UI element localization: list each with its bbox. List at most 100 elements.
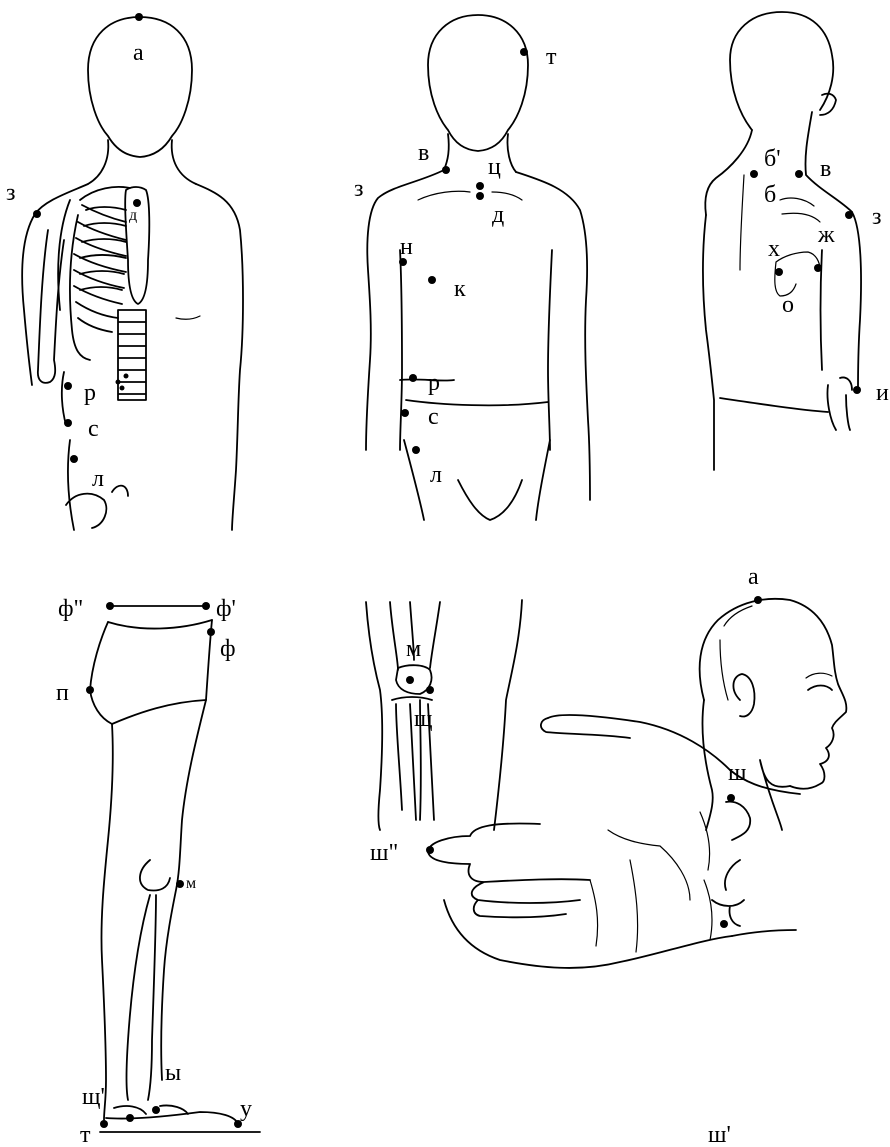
point-s-styloid — [64, 419, 72, 427]
body-clavicle-right — [492, 192, 522, 200]
label-k: к — [454, 276, 466, 302]
label-s: с — [88, 416, 99, 442]
label-z: з — [872, 204, 881, 230]
skeleton-nipple-mark — [176, 316, 200, 319]
skeleton-neck-left — [88, 140, 108, 184]
body-briefs-legs — [404, 440, 550, 520]
hand-fingers — [428, 718, 630, 917]
label-z: з — [354, 176, 363, 202]
label-m: м — [406, 636, 421, 662]
point-sh2-fingertip — [426, 846, 434, 854]
point-v-cervical — [442, 166, 450, 174]
skeleton-dot-2 — [120, 386, 125, 391]
head-brow — [806, 673, 832, 678]
knee-left-outline — [366, 602, 382, 830]
hand-wrist-bottom — [732, 930, 796, 936]
point-z-acromion — [33, 210, 41, 218]
point-a-vertex — [754, 596, 762, 604]
point-k-chest — [428, 276, 436, 284]
figure-front-skeleton: а з д р с л — [6, 13, 243, 530]
head-eye — [808, 686, 832, 691]
skeleton-right-torso — [196, 184, 243, 530]
point-l-dactylion — [70, 455, 78, 463]
point-y-ankle — [152, 1106, 160, 1114]
label-shch: щ — [414, 706, 432, 732]
point-f1 — [202, 602, 210, 610]
head-ear — [733, 674, 754, 717]
back-neck-left — [705, 130, 752, 215]
skeleton-left-hip — [62, 372, 74, 530]
back-head-outline — [730, 12, 833, 130]
label-m: м — [186, 875, 196, 892]
label-sh1: ш' — [708, 1122, 731, 1147]
leg-front-outline — [161, 700, 206, 1080]
point-r-radial — [409, 374, 417, 382]
label-l: л — [92, 466, 104, 492]
label-r: р — [84, 380, 96, 406]
leg-briefs-line — [112, 700, 206, 724]
point-t-tragion — [520, 48, 528, 56]
skeleton-head-outline — [88, 17, 192, 157]
figure-knee: м щ — [366, 600, 522, 830]
skeleton-dot-3 — [124, 374, 129, 379]
label-f2: ф" — [58, 596, 83, 622]
label-sh: ш — [728, 760, 747, 786]
point-l-dactylion — [412, 446, 420, 454]
hand-wrist-bones — [712, 802, 750, 926]
figure-front-body: т в з ц д н к р с л — [354, 15, 590, 520]
body-head-outline — [428, 15, 528, 151]
hand-palm-edge — [444, 900, 732, 968]
point-p-trochanter — [86, 686, 94, 694]
label-shch1: щ' — [82, 1084, 105, 1110]
label-s: с — [428, 404, 439, 430]
point-z-acromion — [845, 211, 853, 219]
point-shch1-heel — [126, 1114, 134, 1122]
point-sh-wrist-top — [727, 794, 735, 802]
label-f: ф — [220, 636, 236, 662]
label-v: в — [820, 156, 831, 182]
point-v-cervical — [795, 170, 803, 178]
label-d: д — [129, 207, 137, 224]
leg-hip-back — [90, 622, 112, 724]
label-z: з — [6, 180, 15, 206]
point-sh1-wrist-bottom — [720, 920, 728, 928]
point-kh-scapula — [775, 268, 783, 276]
point-t-heel-back — [100, 1120, 108, 1128]
back-scapula — [775, 198, 820, 296]
leg-foot — [106, 1105, 238, 1124]
point-f — [207, 628, 215, 636]
label-zh: ж — [817, 222, 835, 248]
back-hand — [827, 378, 852, 431]
figure-leg: ф" ф' ф п м ы щ' у т — [56, 596, 260, 1147]
point-s-styloid — [401, 409, 409, 417]
point-r-radial — [64, 382, 72, 390]
label-a: а — [133, 40, 144, 66]
point-d-sternum — [133, 199, 141, 207]
skeleton-dot-1 — [116, 380, 121, 385]
head-outline — [700, 599, 847, 789]
point-shch-tibiale — [426, 686, 434, 694]
point-ts-suprasternal — [476, 182, 484, 190]
label-l: л — [430, 462, 442, 488]
label-kh: х — [768, 236, 780, 262]
label-u: у — [240, 1096, 252, 1122]
back-left-torso — [703, 215, 714, 470]
label-a: а — [748, 564, 759, 590]
body-neck-left — [444, 134, 449, 170]
body-clavicle-left — [418, 191, 470, 200]
point-d-sternal — [476, 192, 484, 200]
label-t: т — [80, 1122, 91, 1147]
figure-hand: ш ш" ш' — [370, 715, 800, 1147]
label-i: и — [876, 380, 889, 406]
figure-back: б' в б з ж х о и — [703, 12, 889, 470]
back-spine-line — [740, 175, 744, 270]
label-ts: ц — [488, 154, 501, 180]
point-b-prime — [750, 170, 758, 178]
label-f1: ф' — [216, 596, 236, 622]
body-left-armpit — [400, 250, 402, 450]
point-m-knee — [176, 880, 184, 888]
knee-right-outline — [494, 600, 522, 830]
body-neck-right — [507, 134, 516, 172]
